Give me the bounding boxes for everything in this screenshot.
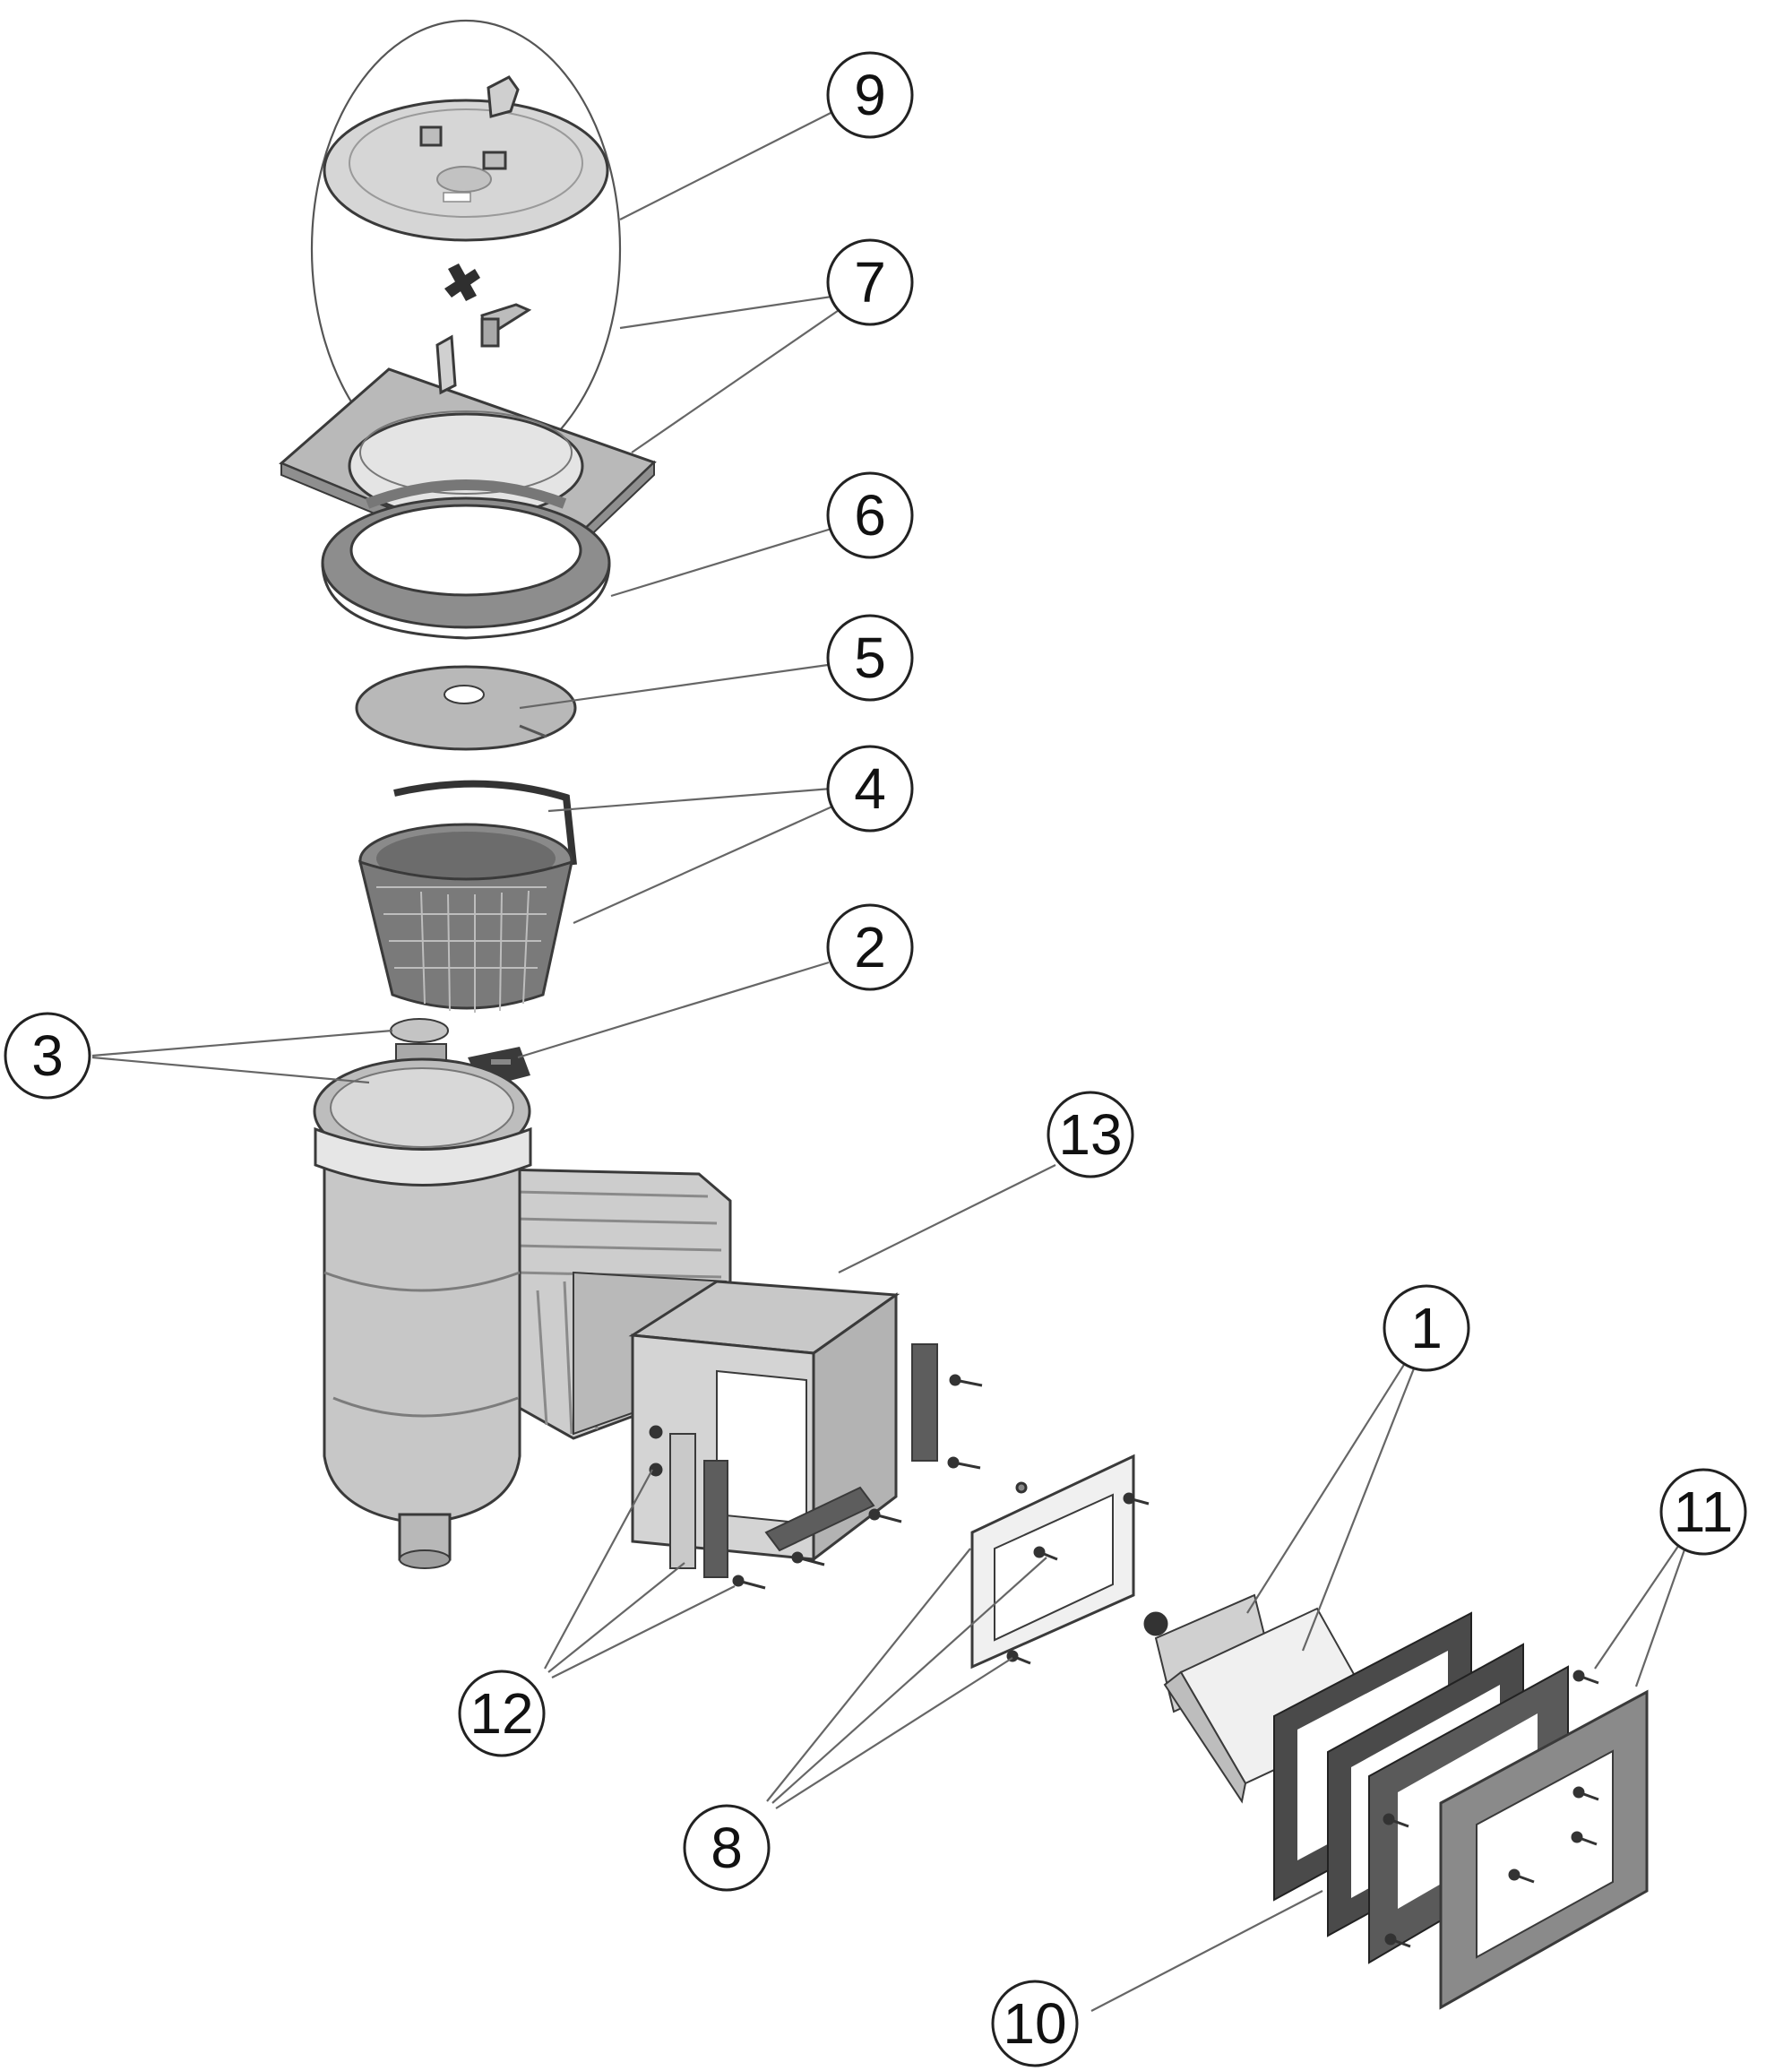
leader-11b	[1634, 1539, 1690, 1687]
valve-cap	[390, 1018, 449, 1043]
callout-7: 7	[826, 238, 914, 326]
collar-tab	[435, 334, 457, 395]
leader-4b	[573, 800, 843, 925]
ring-inner	[349, 504, 582, 597]
skimmer-top-inner	[330, 1067, 514, 1148]
basket-handle	[393, 780, 577, 866]
leader-1a	[1246, 1359, 1408, 1614]
callout-13: 13	[1047, 1091, 1134, 1178]
callout-3: 3	[4, 1012, 91, 1100]
leader-9	[619, 108, 839, 220]
callout-6: 6	[826, 471, 914, 559]
callout-label-6: 6	[854, 483, 886, 548]
callout-label-3: 3	[31, 1023, 64, 1088]
leader-13	[838, 1164, 1056, 1273]
callout-label-12: 12	[470, 1681, 533, 1746]
leader-7b	[631, 304, 848, 453]
screw-set-11	[1383, 1670, 1599, 1948]
face-plate-opening	[1476, 1749, 1614, 1959]
adapter-ring	[321, 479, 611, 640]
leader-3a	[91, 1029, 393, 1057]
callout-label-5: 5	[854, 626, 886, 690]
callout-5: 5	[826, 614, 914, 702]
callout-11: 11	[1659, 1468, 1747, 1556]
skimmer-outlet-end	[399, 1549, 451, 1569]
leader-8a	[766, 1548, 971, 1802]
spring-clip	[444, 263, 480, 301]
plug-slot	[491, 1059, 511, 1065]
callout-2: 2	[826, 903, 914, 991]
lid-disc-rim	[349, 108, 583, 218]
face-plate	[1383, 1670, 1649, 2010]
callout-1: 1	[1383, 1284, 1470, 1372]
callout-label-9: 9	[854, 63, 886, 127]
leader-12a	[544, 1469, 653, 1670]
callout-label-7: 7	[854, 250, 886, 315]
basket-mesh	[376, 886, 547, 1013]
strainer-basket	[358, 780, 577, 1013]
latch-block	[480, 317, 500, 348]
callout-label-1: 1	[1410, 1296, 1443, 1360]
callout-12: 12	[458, 1670, 546, 1757]
lid-slot	[443, 192, 471, 203]
callout-9: 9	[826, 51, 914, 139]
callout-4: 4	[826, 745, 914, 833]
callout-label-2: 2	[854, 915, 886, 979]
leader-10	[1090, 1890, 1323, 2012]
clamp-bar-right	[911, 1343, 938, 1462]
face-frame	[970, 1454, 1168, 1670]
float-disc-body	[355, 665, 577, 751]
lid-clip-left	[419, 125, 443, 147]
float-disc-slot	[519, 724, 547, 738]
lid-handle	[487, 75, 520, 118]
leader-8b	[771, 1557, 1047, 1804]
leader-8c	[775, 1657, 1013, 1809]
lid-disc-center	[436, 166, 492, 193]
screw-set-8	[1006, 1481, 1168, 1665]
leader-11a	[1594, 1536, 1685, 1670]
lid-clip-right	[482, 151, 507, 170]
callout-label-11: 11	[1674, 1480, 1733, 1544]
clamp-bar-horizontal	[764, 1486, 875, 1552]
clamp-bars	[649, 1343, 983, 1590]
leader-lines	[91, 108, 1690, 2012]
basket-body	[358, 859, 574, 1010]
cylinder-band-2	[323, 1271, 521, 1292]
leader-3b	[91, 1056, 370, 1084]
leader-7a	[619, 294, 839, 330]
leader-1b	[1301, 1363, 1417, 1652]
screw-set-12	[649, 1374, 983, 1590]
skimmer-cylinder	[323, 1150, 521, 1525]
leader-12c	[551, 1585, 736, 1678]
weir-flap-base	[1163, 1670, 1247, 1804]
leader-5	[519, 663, 829, 710]
ring-band	[321, 562, 611, 640]
callout-label-10: 10	[1003, 1991, 1066, 2056]
leader-6	[610, 527, 832, 598]
skimmer-collar-band	[314, 1126, 532, 1187]
extension-side	[812, 1292, 898, 1563]
basket-rim-inner	[376, 832, 556, 885]
clamp-bar-vertical-dark	[703, 1460, 728, 1578]
callout-label-4: 4	[854, 756, 886, 821]
float-disc-hole	[444, 685, 485, 704]
leader-4a	[547, 787, 832, 813]
ring-top	[365, 479, 567, 509]
callout-label-8: 8	[711, 1816, 743, 1880]
leader-2	[517, 961, 830, 1059]
cylinder-band-3	[332, 1396, 519, 1418]
callout-8: 8	[683, 1804, 771, 1892]
lid-detail-group	[310, 19, 622, 479]
extension-opening	[716, 1369, 807, 1525]
collar-ring-inner	[359, 410, 573, 495]
float-disc	[355, 665, 577, 751]
clamp-bar-vertical-left	[669, 1433, 696, 1569]
frame-inner	[994, 1493, 1114, 1642]
leader-12b	[547, 1562, 685, 1673]
callout-10: 10	[991, 1980, 1079, 2067]
callout-label-13: 13	[1058, 1102, 1122, 1167]
